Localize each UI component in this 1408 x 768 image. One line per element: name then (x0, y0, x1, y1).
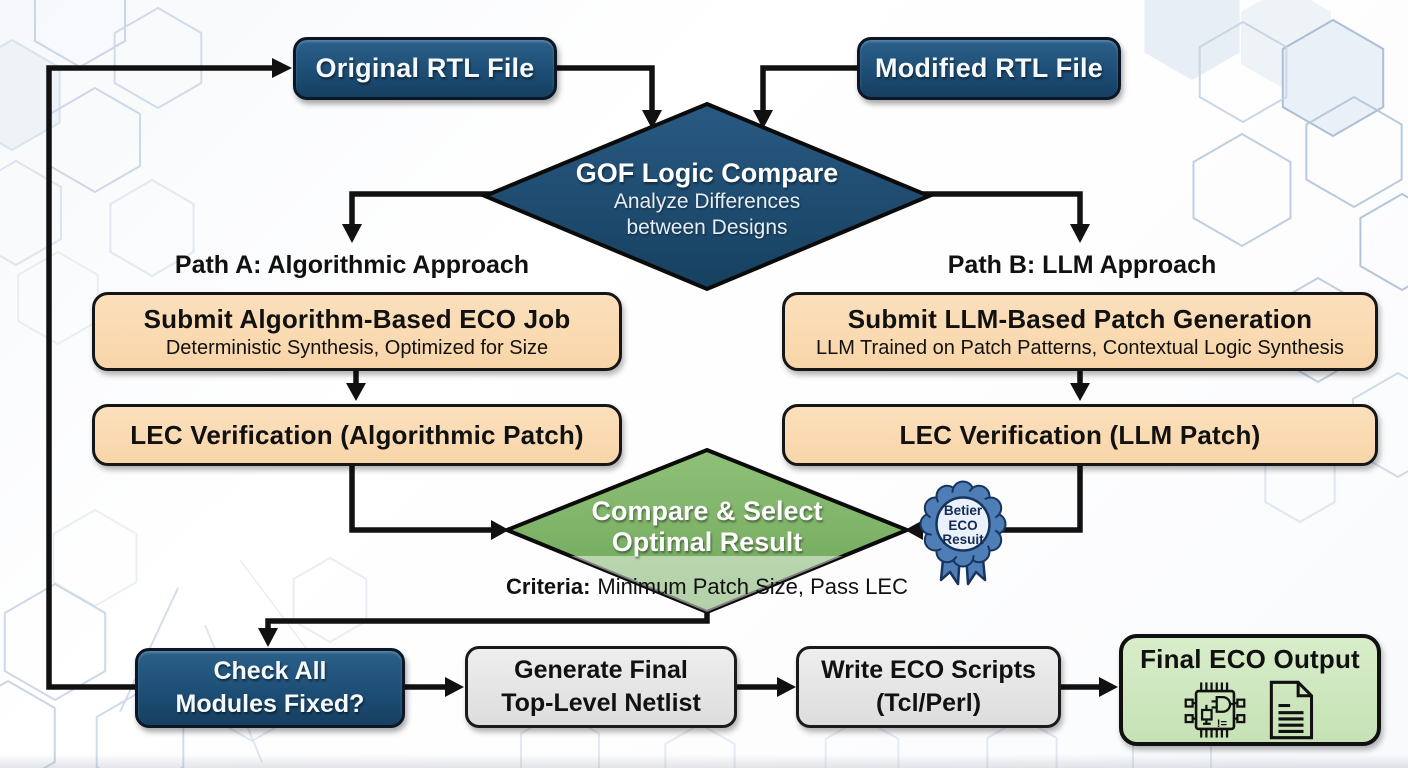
award-ribbon-icon (919, 480, 1007, 586)
badge-line3: Resuit (942, 532, 984, 547)
compare-diamond-shape (501, 447, 913, 615)
modified-rtl-label: Modified RTL File (875, 53, 1103, 83)
submit-llm-subtitle: LLM Trained on Patch Patterns, Contextua… (815, 336, 1345, 359)
node-lec-verification-llm: LEC Verification (LLM Patch) (782, 404, 1378, 466)
node-final-eco-output: Final ECO Output (1119, 634, 1381, 746)
badge-text: Betier ECO Resuit (917, 503, 1009, 548)
check-modules-line2: Modules Fixed? (175, 690, 365, 718)
criteria-prefix: Criteria: (506, 574, 591, 599)
badge-line2: ECO (948, 517, 978, 533)
node-check-all-modules-fixed: Check All Modules Fixed? (135, 648, 405, 728)
node-original-rtl-file: Original RTL File (293, 37, 557, 100)
better-eco-result-badge: Betier ECO Resuit (917, 480, 1009, 592)
generate-netlist-line2: Top-Level Netlist (501, 689, 701, 717)
criteria-label: Criteria:Minimum Patch Size, Pass LEC (457, 574, 957, 600)
generate-netlist-line1: Generate Final (514, 656, 688, 684)
node-submit-algorithm-eco-job: Submit Algorithm-Based ECO Job Determini… (92, 292, 622, 371)
submit-llm-title: Submit LLM-Based Patch Generation (847, 303, 1313, 334)
write-scripts-line2: (Tcl/Perl) (875, 689, 982, 717)
criteria-text: Minimum Patch Size, Pass LEC (597, 574, 908, 599)
gof-diamond-shape (479, 101, 935, 292)
submit-algorithm-subtitle: Deterministic Synthesis, Optimized for S… (165, 336, 549, 359)
node-submit-llm-patch-generation: Submit LLM-Based Patch Generation LLM Tr… (782, 292, 1378, 371)
submit-algorithm-title: Submit Algorithm-Based ECO Job (143, 303, 571, 334)
svg-text:!=: != (1217, 718, 1228, 730)
badge-line1: Betier (943, 503, 983, 518)
chip-circuit-icon: != (1184, 682, 1246, 738)
check-modules-line1: Check All (213, 657, 327, 685)
final-output-icons: != (1184, 679, 1316, 741)
lec-algorithmic-label: LEC Verification (Algorithmic Patch) (130, 419, 584, 450)
write-scripts-line1: Write ECO Scripts (821, 656, 1036, 684)
path-b-label: Path B: LLM Approach (947, 251, 1217, 279)
node-modified-rtl-file: Modified RTL File (857, 37, 1121, 100)
lec-llm-label: LEC Verification (LLM Patch) (899, 419, 1261, 450)
node-generate-final-netlist: Generate Final Top-Level Netlist (465, 646, 737, 728)
original-rtl-label: Original RTL File (315, 53, 535, 83)
path-a-label: Path A: Algorithmic Approach (174, 251, 530, 279)
final-output-title: Final ECO Output (1140, 644, 1360, 674)
document-icon (1269, 680, 1314, 740)
node-write-eco-scripts: Write ECO Scripts (Tcl/Perl) (796, 646, 1061, 728)
node-lec-verification-algorithmic: LEC Verification (Algorithmic Patch) (92, 404, 622, 466)
